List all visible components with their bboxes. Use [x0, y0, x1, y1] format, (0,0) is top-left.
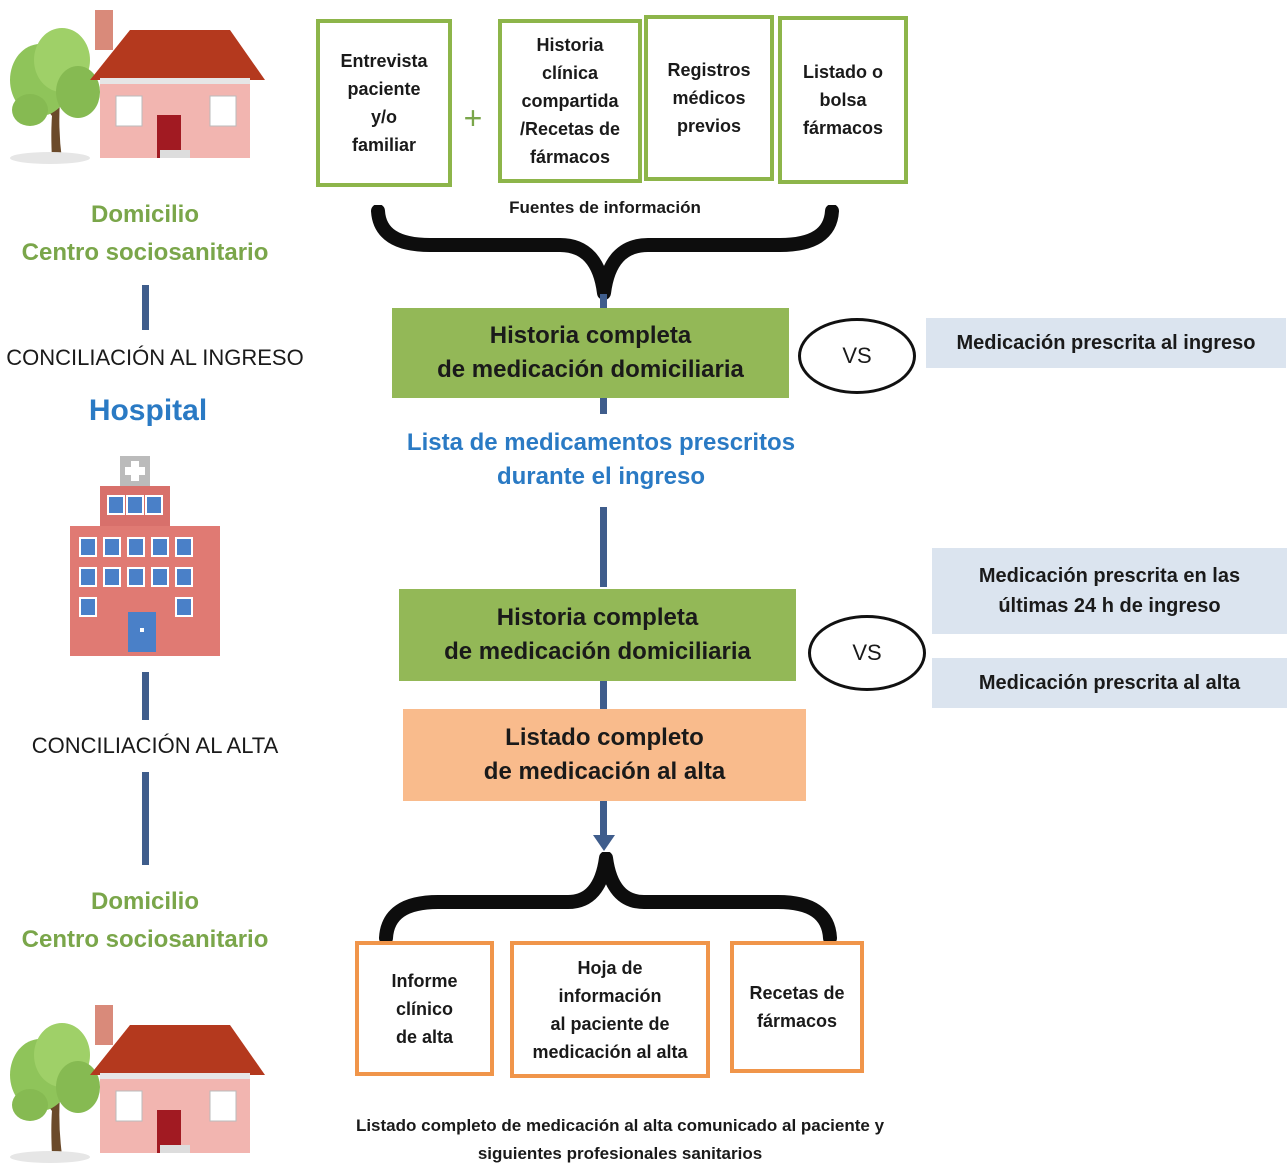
- house-icon: [10, 1005, 265, 1163]
- output-box-prescriptions: Recetas de fármacos: [730, 941, 864, 1073]
- brace-icon: [379, 852, 837, 944]
- admission-reconciliation-label: CONCILIACIÓN AL INGRESO: [6, 345, 304, 370]
- source-box-interview: Entrevista paciente y/o familiar: [316, 19, 452, 187]
- source-box-medical-records: Registros médicos previos: [644, 15, 774, 181]
- sources-caption: Fuentes de información: [509, 198, 701, 217]
- timeline-connector: [142, 772, 149, 865]
- vs-ellipse: VS: [798, 318, 916, 394]
- flow-connector: [600, 294, 607, 310]
- destination-location-label: Domicilio Centro sociosanitario: [21, 888, 269, 953]
- home-medication-history-box: Historia completa de medicación domicili…: [392, 308, 789, 398]
- hospital-label: Hospital: [88, 394, 208, 427]
- arrow-down-icon: [593, 801, 615, 851]
- brace-icon: [371, 205, 839, 300]
- house-icon: [10, 10, 265, 164]
- outputs-caption: Listado completo de medicación al alta c…: [355, 1116, 885, 1163]
- output-box-patient-info-sheet: Hoja de información al paciente de medic…: [510, 941, 710, 1078]
- plus-sign: +: [463, 100, 483, 136]
- admission-prescription-box: Medicación prescrita al ingreso: [926, 318, 1286, 368]
- last-24h-prescription-box: Medicación prescrita en las últimas 24 h…: [932, 548, 1287, 634]
- flow-connector: [600, 681, 607, 709]
- source-box-drug-list: Listado o bolsa fármacos: [778, 16, 908, 184]
- source-box-clinical-history: Historia clínica compartida /Recetas de …: [498, 19, 642, 183]
- discharge-reconciliation-label: CONCILIACIÓN AL ALTA: [31, 733, 279, 758]
- home-medication-history-box-2: Historia completa de medicación domicili…: [399, 589, 796, 681]
- flow-connector: [600, 398, 607, 414]
- output-box-discharge-report: Informe clínico de alta: [355, 941, 494, 1076]
- discharge-medication-list-box: Listado completo de medicación al alta: [403, 709, 806, 801]
- timeline-connector: [142, 285, 149, 330]
- flow-connector: [600, 507, 607, 587]
- hospital-icon: [70, 456, 220, 656]
- timeline-connector: [142, 672, 149, 720]
- discharge-prescription-box: Medicación prescrita al alta: [932, 658, 1287, 708]
- origin-location-label: Domicilio Centro sociosanitario: [21, 201, 269, 266]
- inpatient-medication-list-label: Lista de medicamentos prescritos durante…: [406, 429, 796, 490]
- vs-ellipse: VS: [808, 615, 926, 691]
